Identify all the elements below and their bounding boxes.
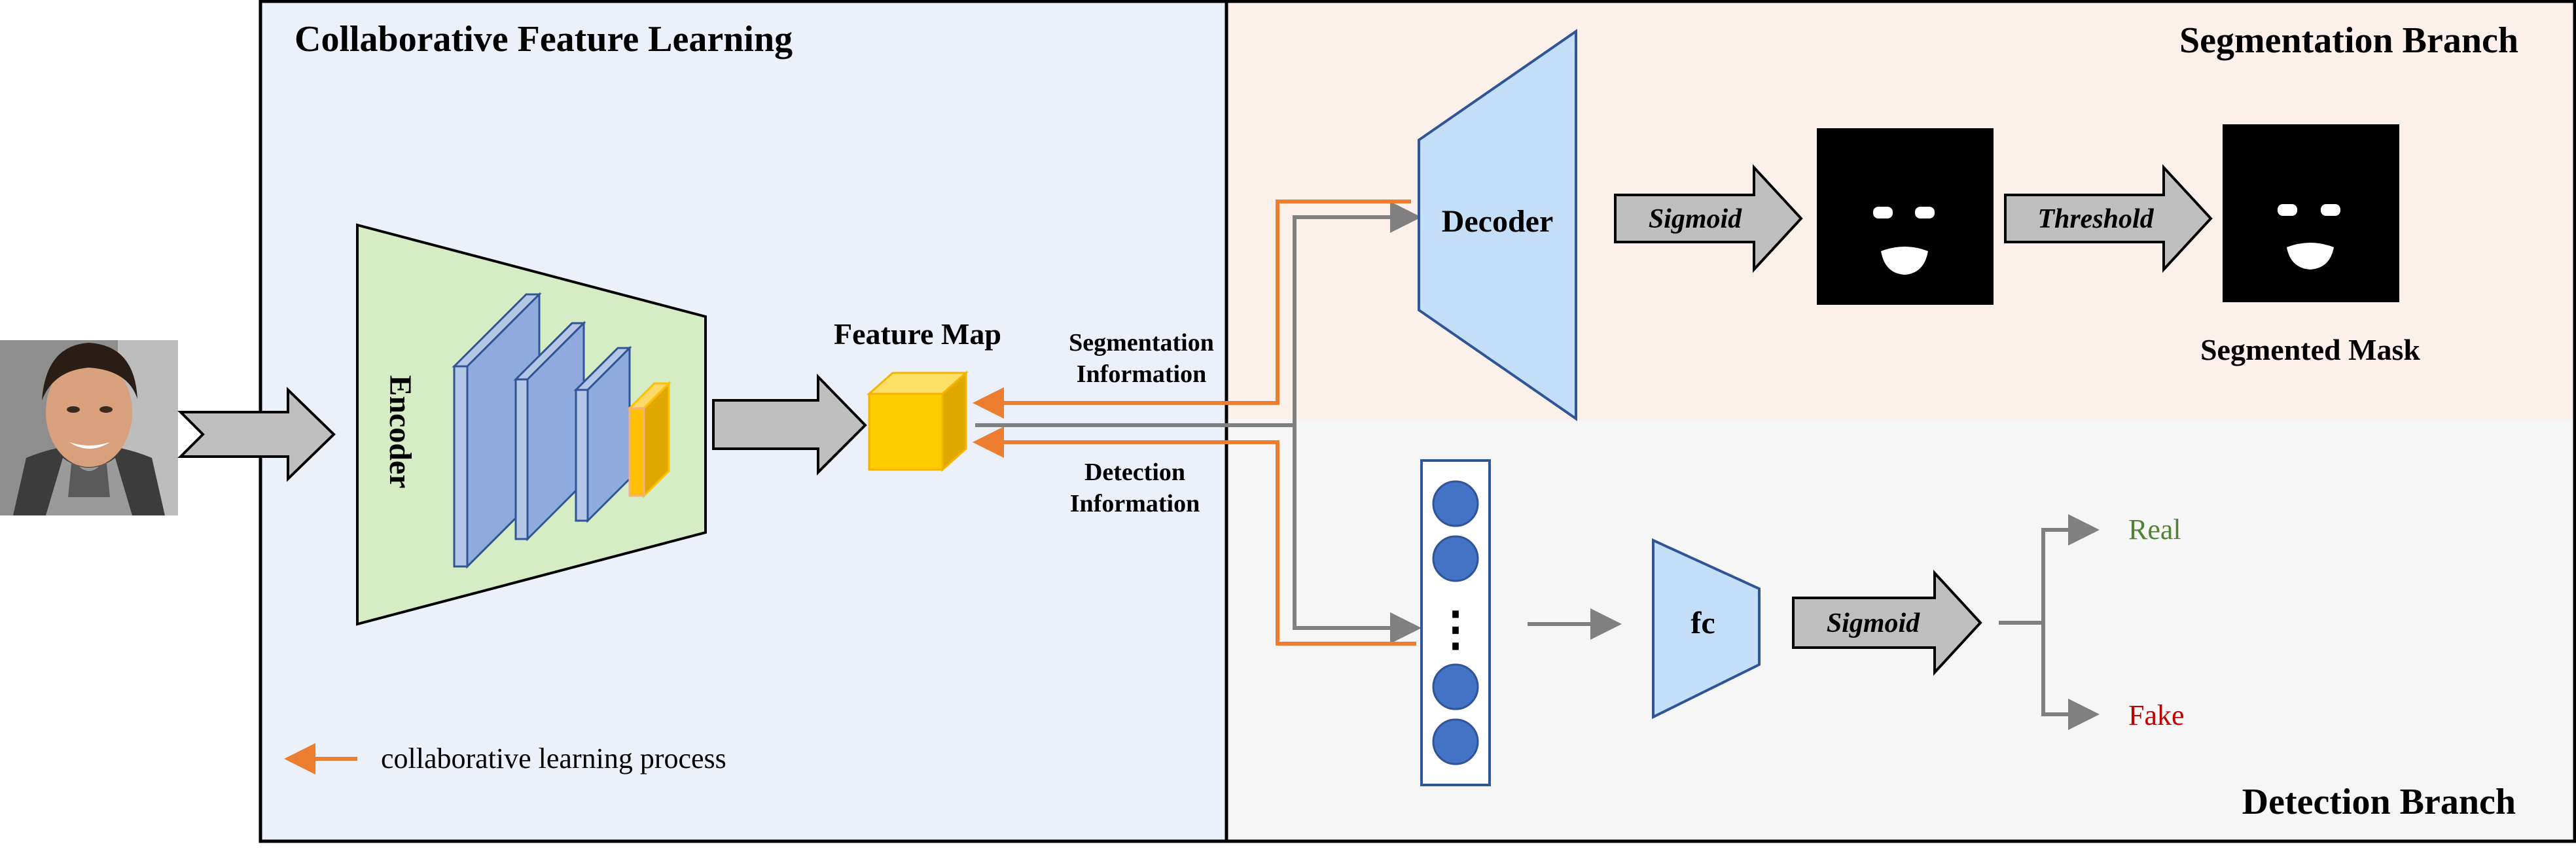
segmented-mask-image [2223, 124, 2399, 302]
neuron-ellipsis: ⋮ [1432, 603, 1479, 655]
detection-info-line1: Detection [1084, 459, 1185, 486]
detection-info-line2: Information [1070, 490, 1200, 517]
segmentation-info-line1: Segmentation [1069, 329, 1214, 357]
detection-info-arrow [973, 427, 1416, 646]
decoder-label: Decoder [1442, 204, 1554, 239]
threshold-arrow [2004, 164, 2213, 273]
detection-title: Detection Branch [2242, 782, 2516, 822]
feature-to-decoder-arrow [975, 201, 1422, 427]
input-face-image [0, 340, 178, 515]
det-sigmoid-arrow [1792, 569, 1982, 676]
encoder-layer-4 [627, 381, 671, 498]
neuron-1 [1432, 480, 1479, 527]
collaborative-title: Collaborative Feature Learning [295, 19, 793, 60]
fake-label: Fake [2128, 699, 2185, 731]
legend-label: collaborative learning process [381, 742, 726, 775]
seg-sigmoid-arrow [1614, 164, 1803, 273]
segmentation-title: Segmentation Branch [2179, 20, 2518, 61]
neuron-2 [1432, 535, 1479, 582]
segmented-mask-label: Segmented Mask [2200, 333, 2420, 366]
branch-panel-border [1225, 0, 2576, 843]
feature-map-cube [867, 370, 969, 472]
encoder-layer-3 [573, 345, 632, 523]
feature-map-label: Feature Map [834, 317, 1001, 351]
neuron-4 [1432, 718, 1479, 765]
segmentation-info-arrow [973, 200, 1411, 419]
feature-to-neurons-arrow [1293, 425, 1422, 644]
fc-label: fc [1690, 606, 1715, 640]
real-label: Real [2128, 514, 2181, 546]
det-sigmoid-label: Sigmoid [1827, 608, 1920, 638]
decoder-trapezoid [1418, 29, 1577, 421]
encoder-layer-2 [513, 321, 586, 542]
input-arrow [177, 387, 336, 482]
threshold-label: Threshold [2037, 204, 2154, 234]
neuron-3 [1432, 663, 1479, 710]
fc-trapezoid [1652, 538, 1761, 720]
segmentation-info-line2: Information [1077, 360, 1206, 388]
encoder-output-arrow [712, 374, 867, 476]
encoder-label: Encoder [383, 375, 418, 488]
seg-sigmoid-label: Sigmoid [1649, 204, 1742, 234]
predicted-mask-image [1817, 128, 1994, 305]
